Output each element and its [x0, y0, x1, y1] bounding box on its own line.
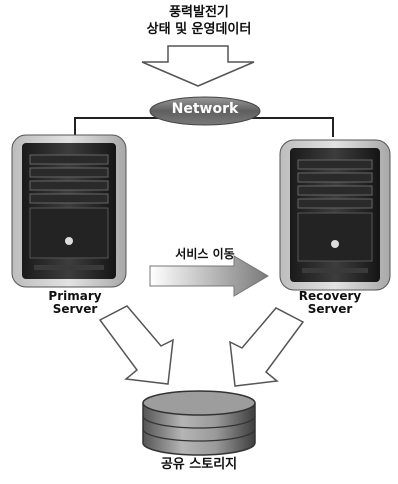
title-line2: 상태 및 운영데이터 — [146, 22, 252, 37]
primary-server-icon — [11, 134, 127, 288]
shared-storage-icon — [142, 390, 256, 456]
recovery-label-line2: Server — [307, 302, 353, 317]
primary-server-label: Primary Server — [20, 289, 130, 317]
network-node — [149, 96, 261, 126]
recovery-server-icon — [279, 139, 391, 291]
primary-label-line1: Primary — [48, 289, 102, 303]
network-label: Network — [171, 101, 239, 117]
migration-label: 서비스 이동 — [175, 247, 235, 261]
recovery-to-storage-arrow — [229, 307, 305, 387]
input-down-arrow — [141, 45, 255, 87]
migration-arrow — [149, 255, 269, 297]
storage-label: 공유 스토리지 — [160, 457, 238, 472]
primary-label-line2: Server — [52, 302, 98, 317]
recovery-label-line1: Recovery — [298, 289, 362, 303]
recovery-server-label: Recovery Server — [270, 289, 390, 317]
primary-to-storage-arrow — [98, 305, 174, 385]
title-line1: 풍력발전기 — [169, 5, 229, 20]
